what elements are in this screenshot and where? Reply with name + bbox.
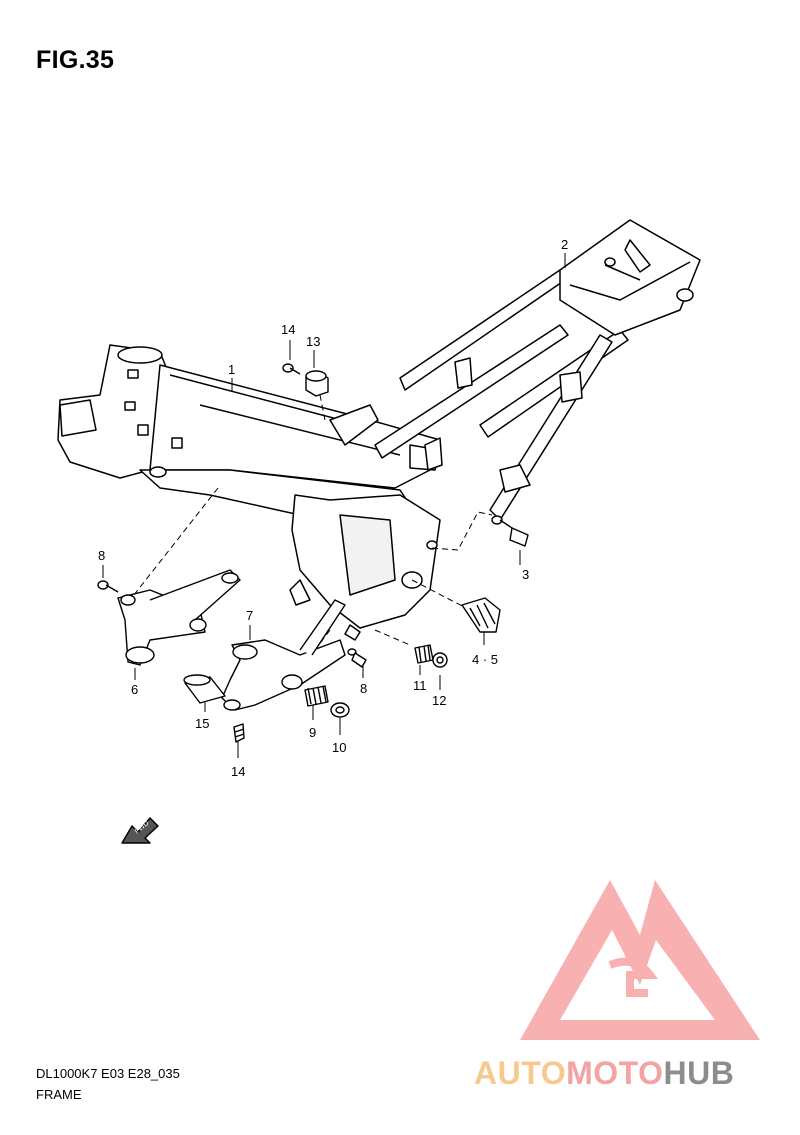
callout-1: 1 bbox=[228, 362, 235, 377]
callout-labels: 1 2 3 4 · 5 6 7 8 8 9 10 11 12 13 14 14 … bbox=[98, 237, 568, 779]
watermark-part-auto: AUTO bbox=[474, 1055, 567, 1091]
watermark-brand: AUTOMOTOHUB bbox=[474, 1055, 734, 1092]
footrest-bracket-6-part bbox=[117, 569, 241, 666]
callout-4-5: 4 · 5 bbox=[472, 652, 498, 667]
seat-rail-part bbox=[374, 219, 701, 521]
nut-10-part bbox=[330, 702, 350, 718]
bolt-3-part bbox=[491, 515, 529, 547]
bolt-14-bottom-part bbox=[233, 723, 245, 743]
model-code: DL1000K7 E03 E28_035 bbox=[36, 1066, 180, 1081]
bolt-8-left-part bbox=[97, 580, 119, 593]
callout-11: 11 bbox=[413, 678, 427, 693]
forward-arrow-icon: FWD bbox=[121, 817, 159, 844]
washer-12-part bbox=[432, 652, 448, 668]
pad-4-5-part bbox=[461, 597, 501, 633]
callout-9: 9 bbox=[309, 725, 316, 740]
bracket-7-part bbox=[221, 599, 346, 711]
callout-12: 12 bbox=[432, 693, 446, 708]
callout-2: 2 bbox=[561, 237, 568, 252]
watermark-part-moto: MOTO bbox=[566, 1055, 664, 1091]
callout-6: 6 bbox=[131, 682, 138, 697]
callout-14-top: 14 bbox=[281, 322, 295, 337]
callout-3: 3 bbox=[522, 567, 529, 582]
callout-13: 13 bbox=[306, 334, 320, 349]
watermark-part-hub: HUB bbox=[663, 1055, 735, 1091]
watermark-logo-icon bbox=[520, 880, 760, 1040]
callout-14-bottom: 14 bbox=[231, 764, 245, 779]
figure-title: FIG.35 bbox=[36, 46, 115, 74]
pipe-15-part bbox=[183, 674, 226, 704]
bolt-8-right-part bbox=[347, 648, 367, 668]
figure-caption: FRAME bbox=[36, 1087, 82, 1102]
callout-8-right: 8 bbox=[360, 681, 367, 696]
collar-13-part bbox=[305, 370, 329, 397]
callout-8-left: 8 bbox=[98, 548, 105, 563]
main-frame-part bbox=[57, 344, 441, 641]
callout-15: 15 bbox=[195, 716, 209, 731]
callout-7: 7 bbox=[246, 608, 253, 623]
callout-10: 10 bbox=[332, 740, 346, 755]
spring-11-part bbox=[414, 644, 434, 664]
spring-9-part bbox=[304, 685, 329, 707]
bolt-14-top-part bbox=[282, 363, 301, 375]
